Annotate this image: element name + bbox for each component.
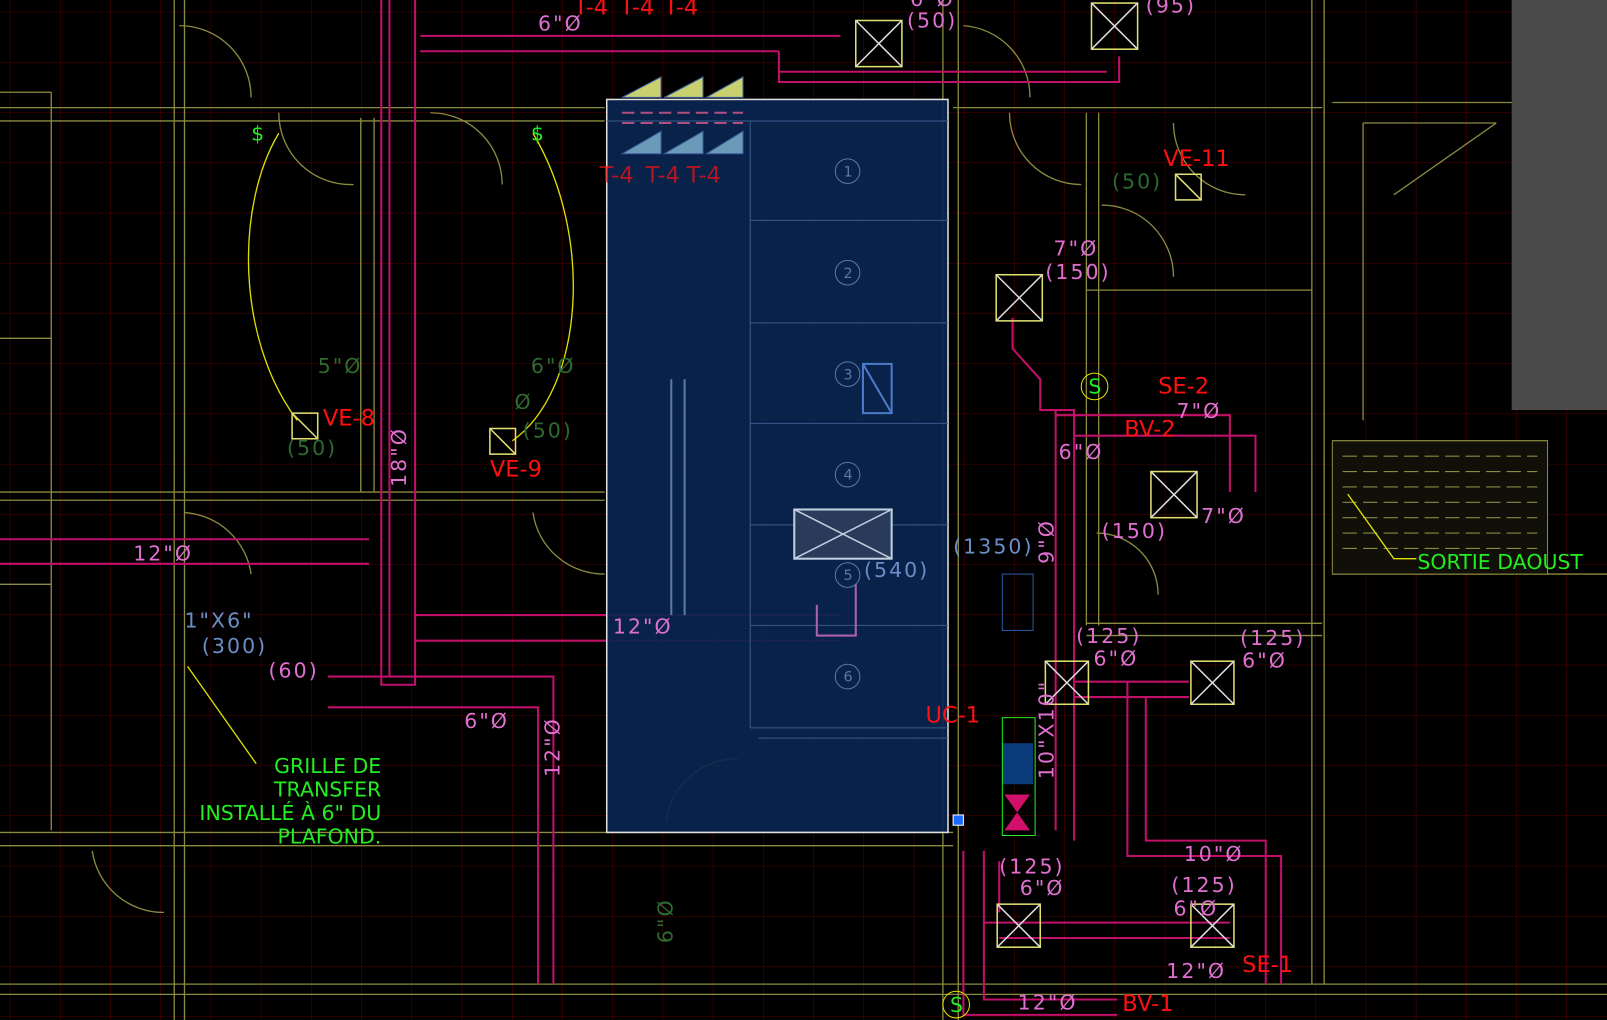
dim-label: 6"Ø: [1094, 646, 1139, 670]
tag-se1: SE-1: [1242, 952, 1293, 978]
leader-lines: [187, 493, 1417, 765]
dim-label: 7"Ø: [1201, 504, 1246, 528]
flow-label: (50): [907, 9, 957, 33]
flow-label: (125): [1171, 873, 1236, 897]
equipment-symbol: [861, 362, 893, 415]
dim-label: 12"Ø: [613, 615, 673, 639]
dim-label: 6"Ø: [531, 354, 576, 378]
dim-label: 6"Ø: [1242, 648, 1287, 672]
flow-label: (50): [1112, 170, 1162, 194]
tag-t4: T-4: [645, 162, 680, 188]
diffusers[interactable]: [291, 2, 1235, 948]
tag-bv1: BV-1: [1122, 991, 1173, 1017]
note-grille: TRANSFER: [273, 778, 381, 802]
uc1-unit[interactable]: [1001, 573, 1036, 836]
flow-label: (150): [1102, 519, 1167, 543]
thermostat-symbol: $: [251, 121, 264, 145]
note-grille: GRILLE DE: [274, 754, 381, 778]
dim-label: 5"Ø: [318, 354, 363, 378]
selected-room-block[interactable]: [605, 98, 949, 834]
sensor-label: S: [1088, 375, 1101, 399]
tag-ve9: VE-9: [490, 457, 542, 483]
flow-label: (50): [523, 419, 573, 443]
dim-label: 12"Ø: [133, 542, 193, 566]
dim-label: 6"Ø: [1059, 440, 1104, 464]
dim-label: 7"Ø: [1177, 399, 1222, 423]
dim-label: 6"Ø: [538, 12, 583, 36]
dim-label: 6"Ø: [653, 898, 677, 943]
room-number: 4: [843, 468, 852, 484]
tag-t4: T-4: [663, 0, 698, 20]
sensor-s-icon: [1080, 372, 1109, 401]
note-grille: INSTALLÉ À 6" DU: [199, 800, 381, 825]
room-number: 5: [843, 568, 852, 584]
flow-label: (540): [864, 558, 929, 582]
room-number: 3: [843, 367, 852, 383]
sensor-label: S: [950, 993, 963, 1017]
dim-label: 7"Ø: [1054, 236, 1099, 260]
grip-handle[interactable]: [952, 814, 964, 826]
flow-label: (125): [999, 854, 1064, 878]
flow-label: (60): [269, 659, 319, 683]
grille-size: 1"X6": [184, 608, 253, 632]
thermostat-symbol: $: [531, 121, 544, 145]
note-sortie: SORTIE DAOUST: [1417, 550, 1583, 574]
room-number: 2: [843, 266, 852, 282]
transfer-grilles: [620, 76, 744, 155]
room-number: 6: [843, 670, 852, 686]
flow-label: (300): [202, 634, 267, 658]
dim-label: 10"X10": [1035, 680, 1059, 779]
dim-label: 9"Ø: [1035, 519, 1059, 564]
dim-label: 12"Ø: [1018, 991, 1078, 1015]
tag-ve11: VE-11: [1163, 146, 1229, 172]
control-wiring: [247, 132, 574, 442]
tag-t4: T-4: [619, 0, 654, 20]
dim-label: 10"Ø: [1184, 842, 1244, 866]
room-number: 1: [843, 164, 852, 180]
flow-label: (125): [1076, 624, 1141, 648]
dim-label: 12"Ø: [541, 717, 565, 777]
tag-ve8: VE-8: [323, 405, 375, 431]
tag-bv2: BV-2: [1124, 417, 1175, 443]
sensor-s-icon: [942, 990, 971, 1019]
flow-label: (125): [1240, 626, 1305, 650]
flow-label: (95): [1146, 0, 1196, 17]
note-grille: PLAFOND.: [277, 825, 381, 849]
dim-label: 6"Ø: [1173, 896, 1218, 920]
room-numbers: [834, 158, 861, 690]
flow-label: (1350): [953, 535, 1033, 559]
dim-label: Ø: [514, 390, 532, 414]
tag-uc1: UC-1: [925, 703, 980, 729]
tag-t4: T-4: [599, 162, 634, 188]
tag-se2: SE-2: [1158, 374, 1209, 400]
flow-label: (150): [1045, 260, 1110, 284]
tag-t4: T-4: [573, 0, 608, 20]
dim-label: 12"Ø: [1166, 959, 1226, 983]
flow-label: (50): [287, 436, 337, 460]
dim-label: 6"Ø: [910, 0, 955, 11]
tag-t4: T-4: [686, 162, 721, 188]
dim-label: 6"Ø: [464, 709, 509, 733]
dim-label: 18"Ø: [387, 427, 411, 487]
dim-label: 6"Ø: [1020, 876, 1065, 900]
